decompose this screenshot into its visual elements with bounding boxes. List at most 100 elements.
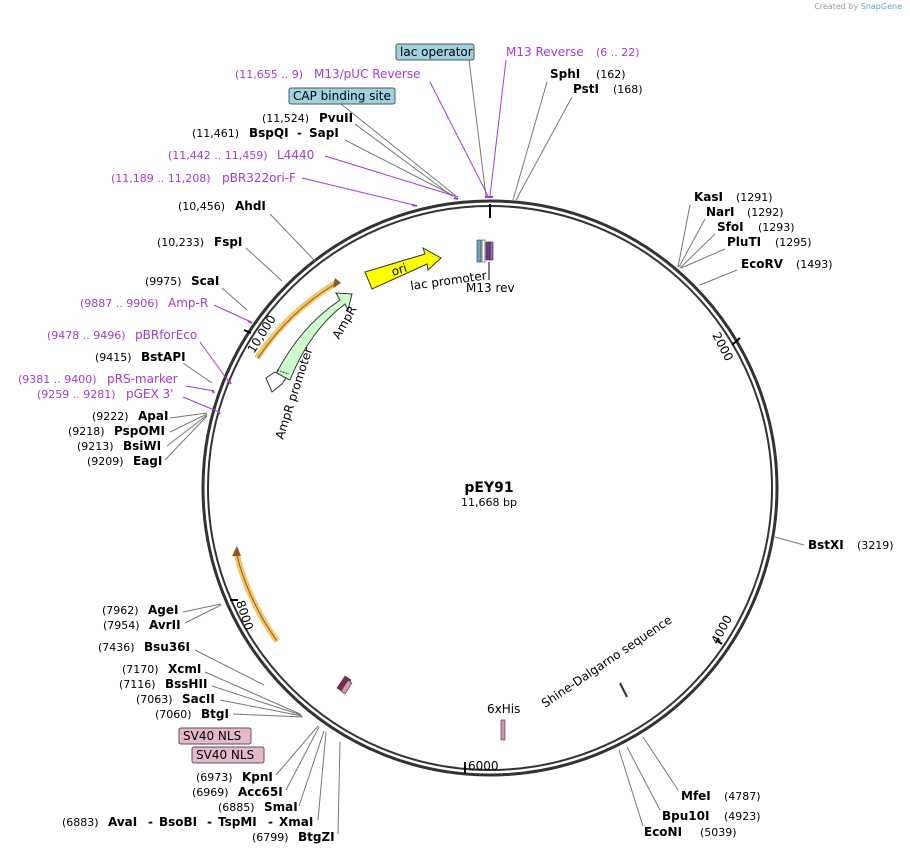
site-ecorv-name: EcoRV [741, 257, 784, 271]
site-nari-name: NarI [706, 205, 735, 219]
site-smai-name: SmaI [264, 800, 298, 814]
site-pluti-pos: (1295) [775, 236, 812, 249]
site-psti-pos: (168) [613, 83, 643, 96]
primer-m13-puc-name: M13/pUC Reverse [314, 67, 421, 81]
primer-ampr-name: Amp-R [168, 296, 208, 310]
site-avai-dash-2: - [207, 815, 212, 829]
site-kpni-name: KpnI [242, 770, 273, 784]
site-pvuii-pos: (11,524) [262, 112, 309, 125]
tick-4000 [715, 639, 723, 645]
site-ahdi-pos: (10,456) [178, 200, 225, 213]
tick-10000 [243, 329, 252, 334]
tick-2000 [731, 337, 741, 346]
site-avrii-name: AvrII [149, 618, 181, 632]
lac-operator-box [395, 43, 475, 61]
leader-lines [164, 59, 805, 835]
site-fspi-pos: (10,233) [157, 236, 204, 249]
m13-rev-label: M13 rev [466, 281, 515, 295]
site-sapi-name: SapI [309, 126, 339, 140]
sv40-nls-box-1 [178, 727, 252, 745]
site-bstapi-pos: (9415) [95, 351, 132, 364]
primer-pbrforeco-pos: (9478 .. 9496) [47, 329, 126, 342]
site-scai-pos: (9975) [145, 275, 182, 288]
primer-pgex-name: pGEX 3' [126, 387, 173, 401]
site-econi-name: EcoNI [644, 825, 682, 839]
primer-l4440-pos: (11,442 .. 11,459) [168, 149, 268, 162]
his-tag-label: 6xHis [487, 702, 520, 716]
ampr-arrow-marker [276, 369, 290, 375]
site-btgzi-pos: (6799) [252, 831, 289, 844]
site-avrii-pos: (7954) [103, 619, 140, 632]
site-sacii-name: SacII [182, 692, 215, 706]
site-xmai-name: XmaI [279, 815, 313, 829]
site-agei-pos: (7962) [102, 604, 139, 617]
orange-arc-top-line [257, 283, 336, 359]
site-psti-name: PstI [573, 82, 599, 96]
site-ahdi-name: AhdI [235, 199, 266, 213]
sv40-nls-label-1: SV40 NLS [183, 729, 241, 743]
site-bsiwi-name: BsiWI [123, 439, 161, 453]
ampr-arrow [275, 292, 353, 381]
site-bsiwi-pos: (9213) [77, 440, 114, 453]
site-pluti-name: PluTI [727, 235, 761, 249]
site-apai-name: ApaI [138, 409, 168, 423]
primer-marks [211, 196, 493, 415]
plasmid-name: pEY91 [464, 480, 513, 496]
primer-leaders [182, 59, 507, 413]
primer-pbrforeco-name: pBRforEco [135, 328, 197, 342]
site-pvuii-name: PvuII [319, 111, 353, 125]
site-bsu36i-pos: (7436) [98, 641, 135, 654]
lac-operator-label: lac operator [400, 45, 473, 59]
sv40-nls-feature-2 [340, 679, 353, 695]
site-kasi-name: KasI [694, 190, 723, 204]
site-avai-name: AvaI [108, 815, 137, 829]
site-xcmi-name: XcmI [168, 662, 201, 676]
ori-arrow [364, 246, 442, 290]
site-sphi-pos: (162) [596, 68, 626, 81]
cap-site-feature [481, 239, 486, 263]
site-kpni-pos: (6973) [196, 771, 233, 784]
primer-m13-reverse-name: M13 Reverse [506, 45, 584, 59]
site-ecorv-pos: (1493) [796, 258, 833, 271]
site-bsshii-name: BssHII [165, 677, 207, 691]
primer-prs-name: pRS-marker [107, 372, 178, 386]
site-bstxi-pos: (3219) [857, 539, 894, 552]
plasmid-size: 11,668 bp [461, 496, 517, 509]
site-bstapi-name: BstAPI [141, 350, 186, 364]
ori-label: ori [390, 261, 409, 279]
site-pspomi-name: PspOMI [114, 424, 165, 438]
site-avai-pos: (6883) [62, 816, 99, 829]
site-xcmi-pos: (7170) [122, 663, 159, 676]
site-sphi-name: SphI [550, 67, 580, 81]
sv40-nls-box-2 [191, 746, 265, 764]
site-mfei-name: MfeI [681, 789, 711, 803]
site-bstxi-name: BstXI [808, 538, 844, 552]
shine-dalgarno-label: Shine-Dalgarno sequence [539, 613, 675, 711]
site-btgi-name: BtgI [201, 707, 229, 721]
site-avai-dash-3: - [268, 815, 273, 829]
site-apai-pos: (9222) [92, 410, 129, 423]
site-fspi-name: FspI [214, 235, 242, 249]
primer-ampr-pos: (9887 .. 9906) [80, 297, 159, 310]
orange-arc-top-head [333, 278, 341, 288]
site-bspqi-pos: (11,461) [192, 127, 239, 140]
tick-label-6000: 6000 [468, 759, 499, 773]
his-tag-feature [500, 719, 506, 741]
primer-prs-pos: (9381 .. 9400) [18, 373, 97, 386]
site-kasi-pos: (1291) [736, 191, 773, 204]
orange-arc-bottom-head [232, 546, 241, 556]
orange-arc-bottom-line [235, 551, 278, 642]
primer-m13-puc-pos: (11,655 .. 9) [235, 68, 303, 81]
primer-pbr322-name: pBR322ori-F [222, 171, 296, 185]
primer-l4440-name: L4440 [277, 148, 314, 162]
site-avai-dash-1: - [148, 815, 153, 829]
primer-pgex-pos: (9259 .. 9281) [37, 388, 116, 401]
site-bpu10i-pos: (4923) [724, 810, 761, 823]
site-nari-pos: (1292) [747, 206, 784, 219]
site-btgzi-name: BtgZI [298, 830, 335, 844]
snapgene-brand: SnapGene [860, 2, 902, 11]
site-econi-pos: (5039) [700, 826, 737, 839]
site-eagi-pos: (9209) [87, 455, 124, 468]
site-tspmi-name: TspMI [218, 815, 257, 829]
